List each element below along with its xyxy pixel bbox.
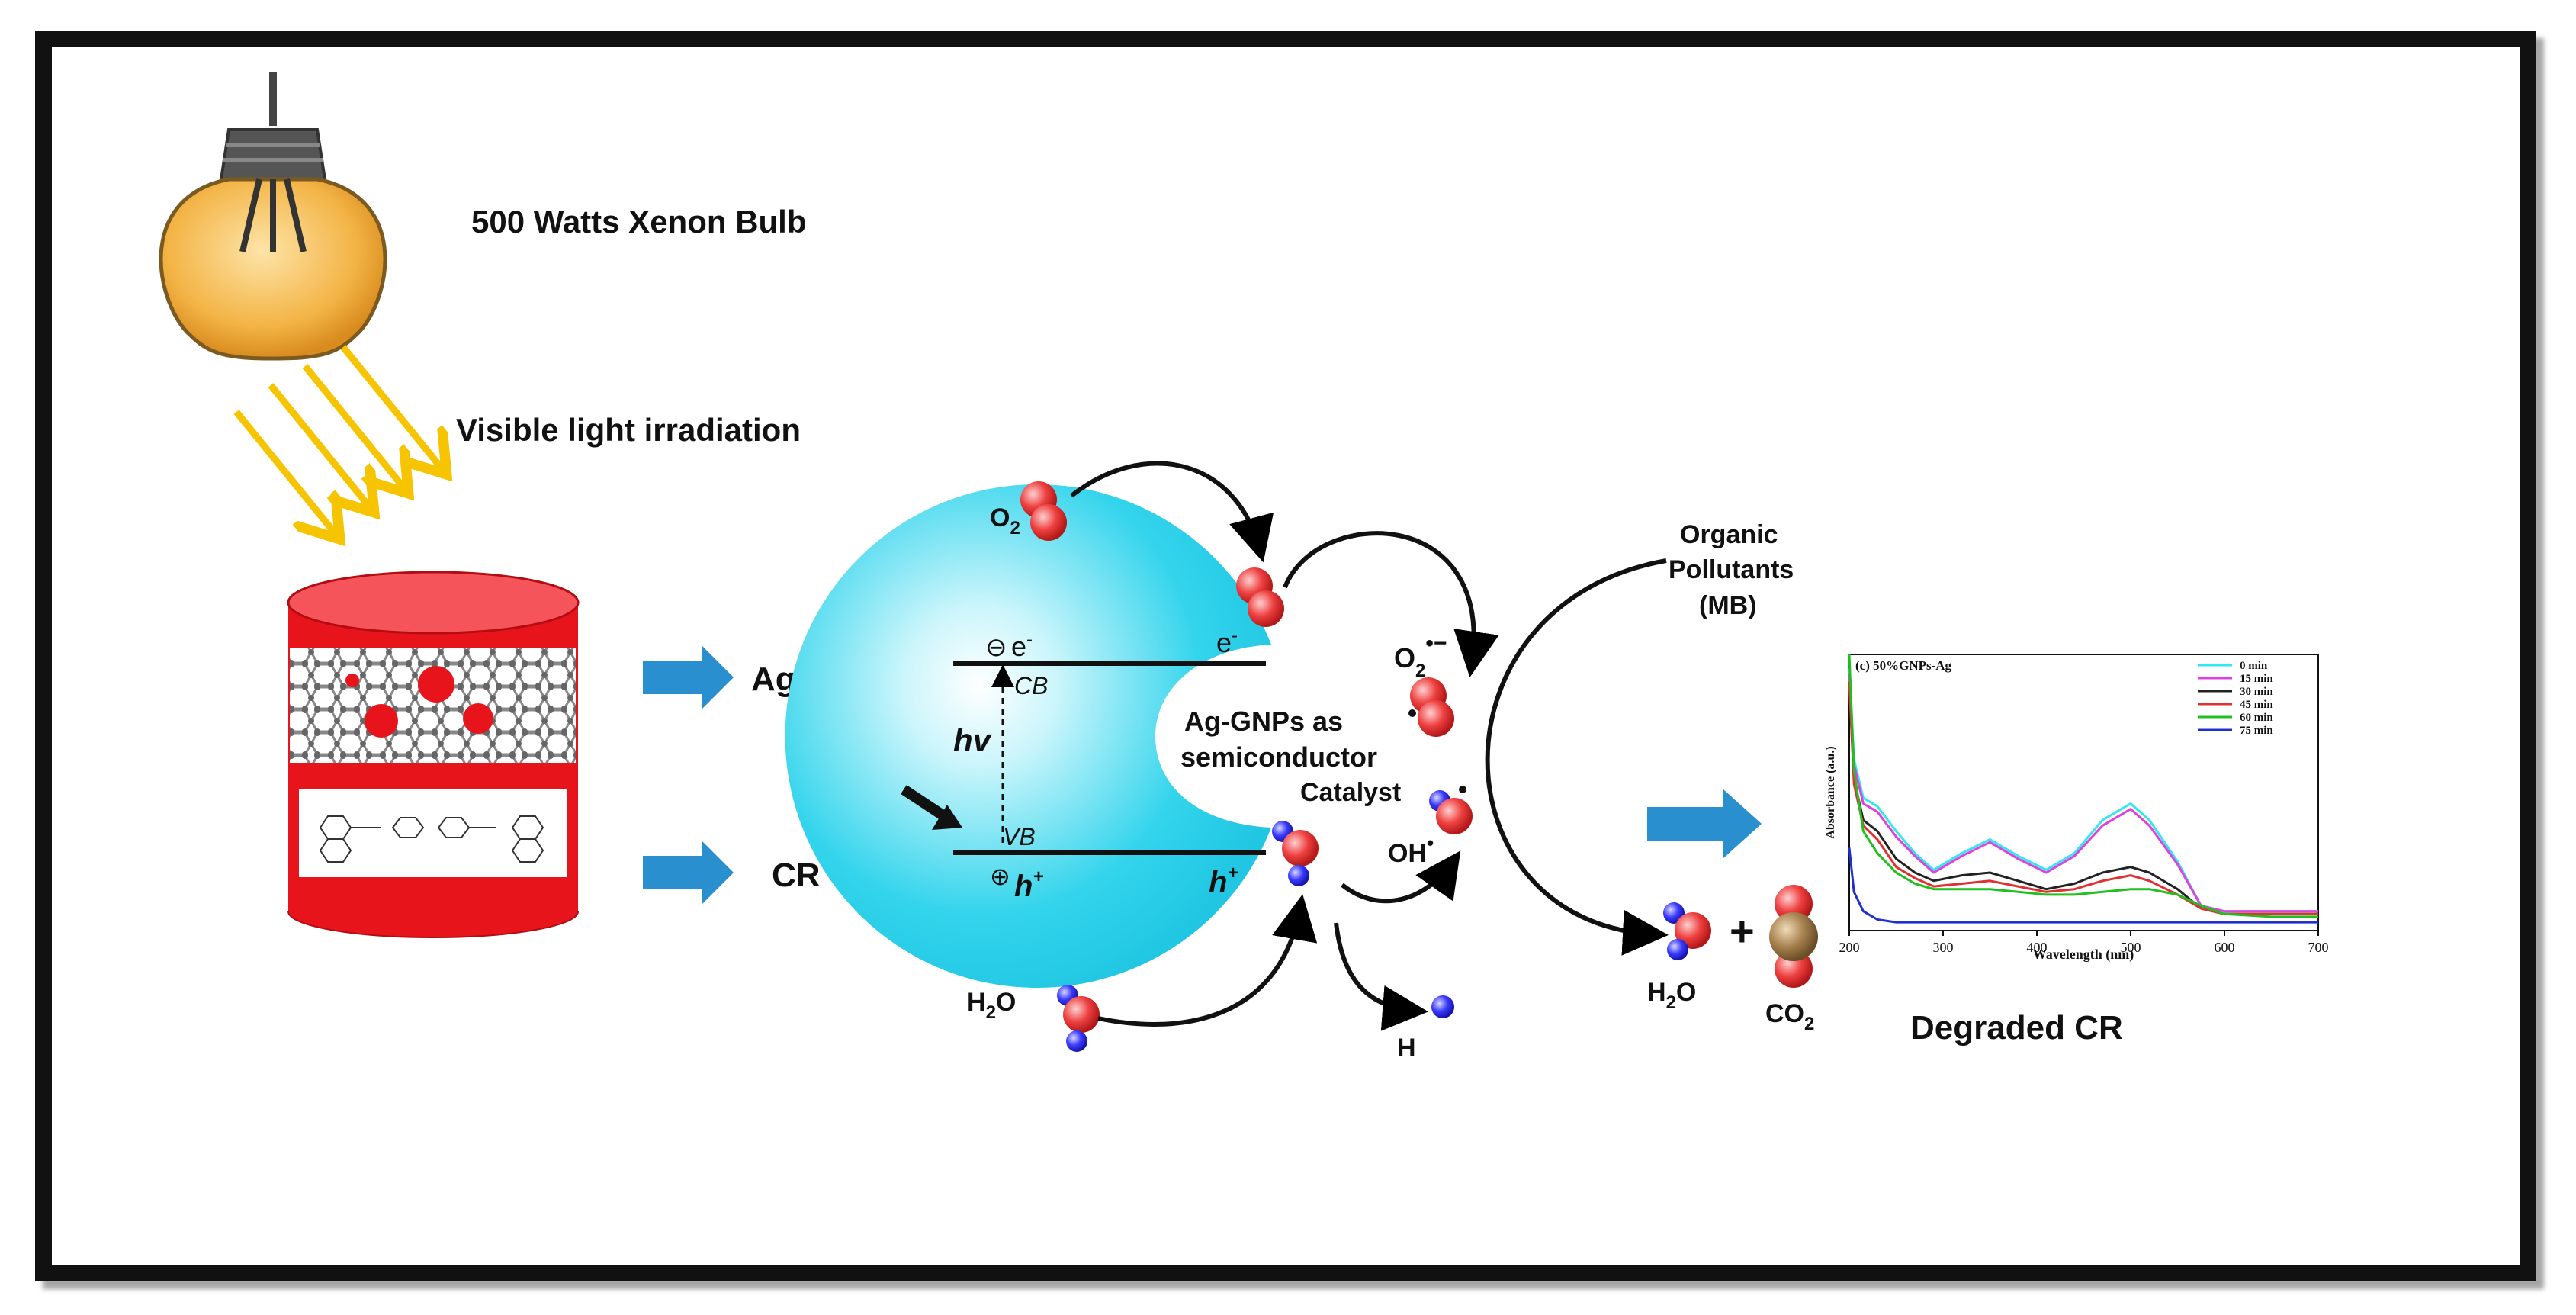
hole-label-left: h+	[1014, 866, 1043, 903]
electron-label-left: e-	[1011, 629, 1033, 662]
water-molecule-icon	[1057, 985, 1100, 1052]
hydroxyl-label: OH•	[1388, 831, 1434, 868]
electron-label-right: e-	[1216, 625, 1238, 658]
irradiation-label: Visible light irradiation	[456, 412, 801, 448]
product-water-molecule-icon	[1663, 902, 1711, 960]
carbon-dioxide-molecule-icon	[1769, 885, 1818, 988]
plus-sign-icon: ⊕	[990, 863, 1010, 890]
chart-legend-label: 0 min	[2240, 660, 2268, 672]
semiconductor-particle-icon	[785, 484, 1271, 988]
hydrogen-label: H	[1397, 1034, 1416, 1063]
chart-series-line	[1848, 654, 2318, 918]
chart-series-group	[1848, 654, 2318, 924]
chart-x-tick-label: 200	[1839, 940, 1860, 955]
arrow-water-to-surface	[1097, 894, 1318, 1027]
chart-x-ticks: 200 300 400 500 600 700	[1839, 931, 2329, 955]
chart-legend-label: 60 min	[2240, 712, 2273, 724]
chart-legend-label: 15 min	[2240, 673, 2273, 685]
catalyst-label-line1: Ag-GNPs as	[1184, 706, 1343, 737]
chart-x-axis-label: Wavelength (nm)	[2033, 947, 2134, 963]
hv-label: hv	[953, 722, 993, 758]
adsorbed-oxygen-icon	[1236, 567, 1284, 627]
water-label: H2O	[967, 988, 1016, 1023]
xenon-bulb-icon	[159, 72, 387, 361]
photon-arrow-icon	[901, 785, 962, 830]
congo-red-structure-icon	[299, 789, 567, 877]
o2-label: O2	[990, 503, 1020, 539]
chart-series-line	[1848, 682, 2318, 915]
superoxide-molecule-icon	[1408, 677, 1454, 737]
superoxide-label: O2•−	[1394, 631, 1447, 681]
plus-label: +	[1730, 907, 1755, 955]
cb-label: CB	[1014, 672, 1048, 699]
chart-legend-label: 30 min	[2240, 686, 2273, 698]
arrow-to-hydroxyl	[1341, 850, 1461, 904]
catalyst-label-line2: semiconductor	[1180, 741, 1377, 773]
arrow-o2-to-surface	[1070, 461, 1274, 563]
catalyst-label-line3: Catalyst	[1300, 778, 1401, 807]
arrow-to-superoxide	[1283, 531, 1499, 677]
oxygen-molecule-icon	[1020, 481, 1067, 541]
hole-label-right: h+	[1209, 863, 1238, 899]
chart-title: (c) 50%GNPs-Ag	[1855, 658, 1952, 673]
organic-label-line1: Organic	[1680, 520, 1778, 549]
chart-x-tick-label: 300	[1933, 940, 1954, 955]
chart-legend-label: 75 min	[2240, 725, 2273, 737]
arrow-to-hydrogen	[1334, 922, 1428, 1031]
chart-series-line	[1848, 847, 2318, 924]
organic-label-line3: (MB)	[1699, 591, 1757, 620]
light-rays-icon	[233, 345, 442, 534]
arrow-to-cr-icon	[643, 841, 734, 905]
chart-x-tick-label: 500	[2121, 940, 2141, 955]
minus-sign-icon: ⊖	[985, 633, 1007, 662]
cr-label: CR	[772, 857, 821, 894]
co2-label: CO2	[1765, 999, 1814, 1034]
chart-x-tick-label: 600	[2215, 940, 2235, 955]
chart-x-tick-label: 400	[2027, 940, 2048, 955]
bulb-label: 500 Watts Xenon Bulb	[471, 204, 807, 240]
arrow-to-chart-icon	[1647, 789, 1762, 858]
chart-y-axis-label: Absorbance (a.u.)	[1824, 746, 1837, 838]
chart-legend-label: 45 min	[2240, 699, 2273, 711]
surface-water-molecule-icon	[1272, 821, 1319, 886]
hydroxyl-molecule-icon	[1429, 786, 1473, 834]
chart-x-tick-label: 700	[2308, 940, 2329, 955]
product-water-label: H2O	[1647, 978, 1696, 1013]
graphene-sheet-icon	[290, 648, 576, 763]
vb-label: VB	[1003, 823, 1036, 850]
degraded-cr-label: Degraded CR	[1910, 1009, 2123, 1047]
hydrogen-atom-icon	[1431, 995, 1454, 1018]
arrow-to-ag-gnps-icon	[643, 645, 734, 709]
organic-label-line2: Pollutants	[1669, 555, 1794, 584]
chart-series-line	[1848, 674, 2318, 913]
arrow-pollutants-to-products	[1485, 558, 1669, 956]
